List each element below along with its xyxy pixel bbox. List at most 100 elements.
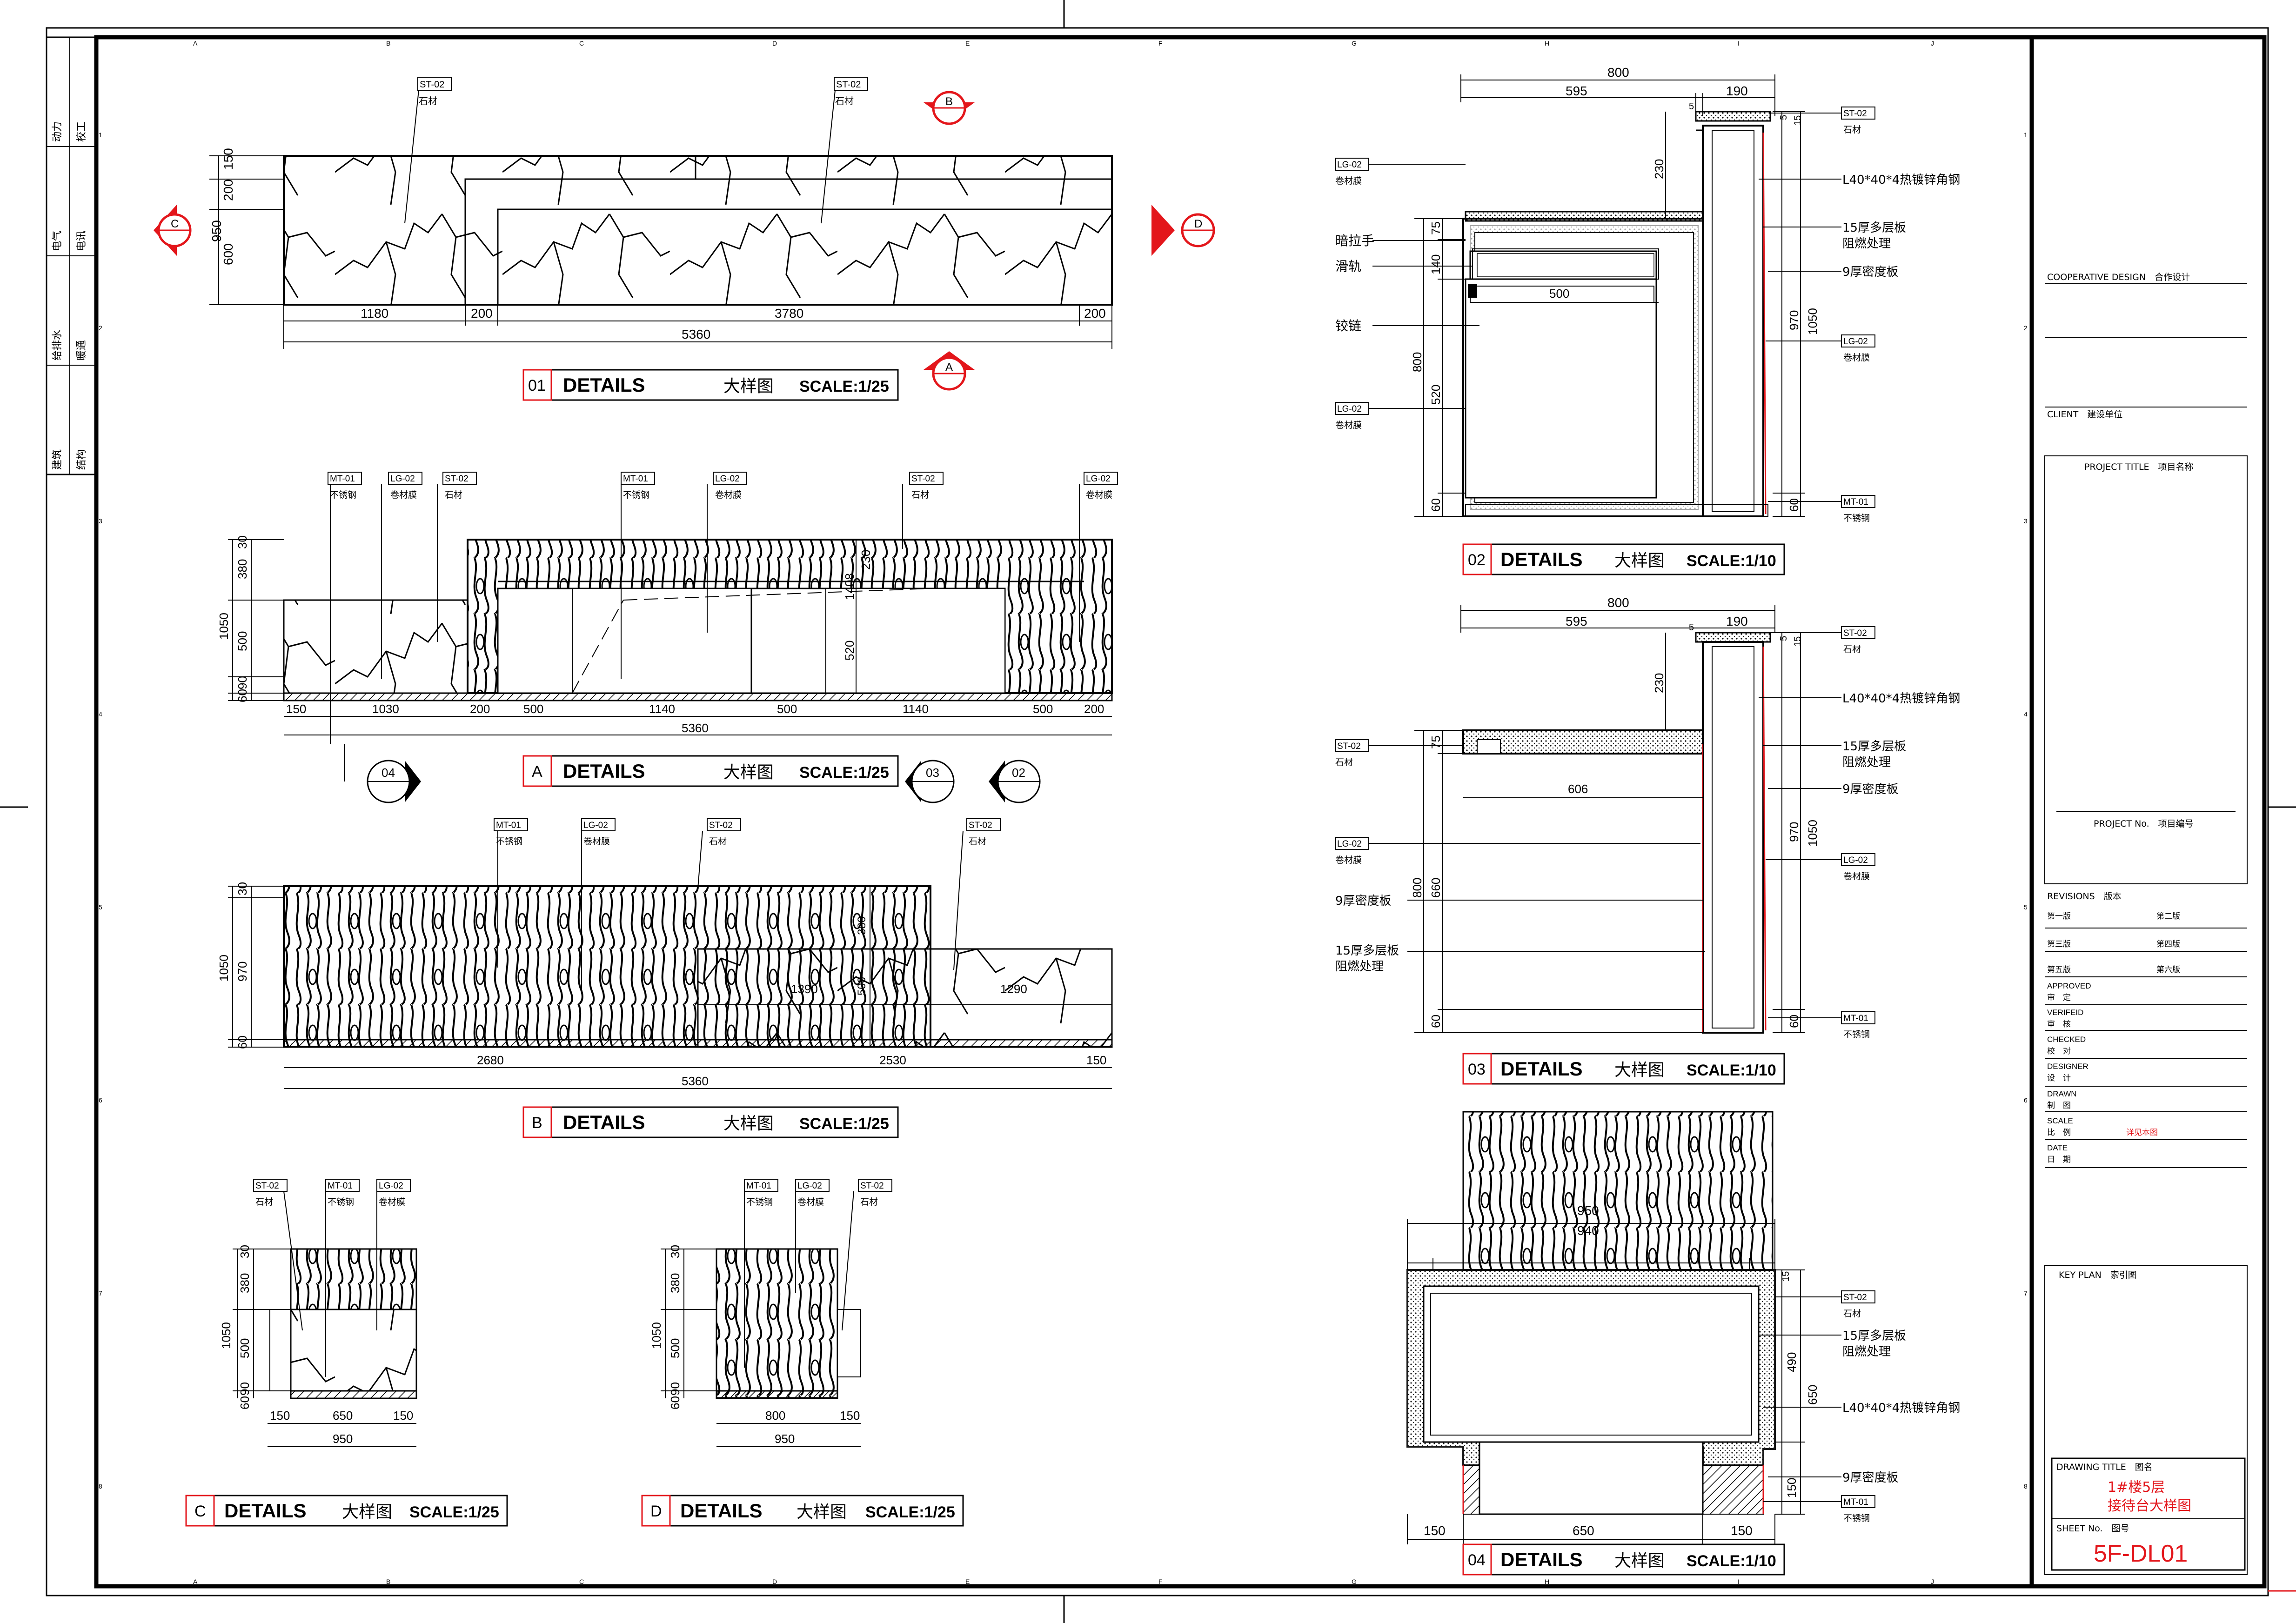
col-ref: J: [1931, 40, 1934, 47]
svg-text:DRAWN: DRAWN: [2047, 1089, 2077, 1098]
svg-text:800: 800: [1410, 352, 1424, 372]
svg-text:阻燃处理: 阻燃处理: [1842, 237, 1891, 251]
svg-text:MT-01: MT-01: [1843, 497, 1868, 507]
title-01: 01 DETAILS 大样图 SCALE:1/25: [522, 369, 899, 401]
svg-text:650: 650: [1806, 1385, 1820, 1405]
strip-a1: 动力: [52, 121, 63, 142]
svg-text:380: 380: [856, 916, 868, 935]
svg-text:970: 970: [1787, 310, 1801, 330]
svg-text:ST-02: ST-02: [1337, 741, 1361, 751]
svg-text:1290: 1290: [1000, 982, 1027, 996]
col-ref: B: [386, 1578, 390, 1585]
svg-text:卷材膜: 卷材膜: [583, 836, 610, 847]
drawing-title-label: DRAWING TITLE 图名: [2056, 1462, 2153, 1472]
tag-st-txt: 石材: [835, 95, 854, 107]
col-ref: H: [1545, 40, 1549, 47]
svg-text:D: D: [1194, 218, 1202, 230]
svg-text:滑轨: 滑轨: [1335, 259, 1361, 274]
svg-text:SCALE:1/25: SCALE:1/25: [865, 1503, 955, 1521]
svg-text:520: 520: [1429, 385, 1443, 405]
svg-text:石材: 石材: [255, 1197, 273, 1207]
svg-text:MT-01: MT-01: [623, 474, 648, 484]
svg-text:01: 01: [528, 377, 546, 394]
svg-text:卷材膜: 卷材膜: [1086, 490, 1112, 500]
row-ref: 3: [2024, 517, 2028, 525]
svg-text:A: A: [532, 763, 542, 781]
svg-text:LG-02: LG-02: [1843, 855, 1868, 865]
svg-text:500: 500: [523, 702, 543, 716]
section-marker-c: C: [154, 205, 192, 256]
row-ref: 2: [2024, 324, 2028, 332]
svg-text:DETAILS: DETAILS: [1500, 1058, 1583, 1080]
svg-text:卷材膜: 卷材膜: [1335, 176, 1362, 186]
svg-text:15厚多层板: 15厚多层板: [1335, 944, 1399, 958]
svg-text:卷材膜: 卷材膜: [797, 1197, 824, 1207]
tag-st: ST-02: [420, 80, 444, 90]
svg-text:暗拉手: 暗拉手: [1335, 233, 1374, 248]
svg-text:卷材膜: 卷材膜: [390, 490, 417, 500]
strip-a2: 电气: [52, 231, 63, 251]
dim: 200: [221, 179, 235, 201]
svg-text:5360: 5360: [682, 721, 709, 735]
col-ref: F: [1158, 1578, 1163, 1585]
grid-refs: A B C D E F G H I J A B C D E F G H I J …: [99, 40, 2028, 1585]
svg-text:15厚多层板: 15厚多层板: [1842, 221, 1906, 235]
col-ref: B: [386, 40, 390, 47]
svg-text:DETAILS: DETAILS: [224, 1500, 307, 1522]
svg-text:DETAILS: DETAILS: [1500, 1549, 1583, 1570]
svg-text:5: 5: [1779, 115, 1789, 120]
svg-text:审 核: 审 核: [2047, 1020, 2071, 1029]
svg-text:大样图: 大样图: [1614, 1061, 1665, 1080]
svg-text:ST-02: ST-02: [255, 1181, 279, 1191]
svg-text:1390: 1390: [791, 982, 818, 996]
svg-text:150: 150: [286, 702, 306, 716]
svg-text:石材: 石材: [1843, 644, 1861, 655]
svg-text:石材: 石材: [911, 490, 929, 500]
svg-text:ST-02: ST-02: [709, 821, 733, 830]
row-ref: 1: [99, 131, 102, 139]
svg-text:30: 30: [235, 535, 249, 549]
svg-text:SCALE:1/25: SCALE:1/25: [799, 378, 889, 395]
svg-text:大样图: 大样图: [1614, 1551, 1665, 1570]
svg-text:SCALE:1/10: SCALE:1/10: [1687, 1552, 1776, 1570]
svg-text:VERIFEID: VERIFEID: [2047, 1008, 2083, 1017]
svg-text:第二版: 第二版: [2156, 912, 2180, 921]
svg-text:1408: 1408: [843, 573, 857, 600]
svg-text:第四版: 第四版: [2156, 940, 2180, 949]
svg-text:大样图: 大样图: [723, 377, 774, 396]
coop-label: COOPERATIVE DESIGN 合作设计: [2047, 272, 2190, 282]
section-marker-a: A: [924, 351, 975, 391]
svg-text:150: 150: [840, 1409, 860, 1423]
svg-text:大样图: 大样图: [723, 763, 774, 782]
svg-text:1140: 1140: [903, 702, 929, 716]
drawing-name-1: 1#楼5层: [2108, 1479, 2165, 1496]
svg-text:阻燃处理: 阻燃处理: [1335, 960, 1384, 974]
detail-03: 800 595 5 190 5 15 230 75 606 800 660 60…: [1335, 595, 1960, 1040]
svg-text:第一版: 第一版: [2047, 912, 2071, 921]
svg-text:90: 90: [238, 1382, 252, 1396]
svg-text:650: 650: [333, 1409, 353, 1423]
col-ref: A: [193, 40, 198, 47]
title-c: C DETAILS 大样图 SCALE:1/25: [185, 1495, 508, 1527]
tag-st-txt: 石材: [419, 95, 437, 107]
svg-text:阻燃处理: 阻燃处理: [1842, 1345, 1891, 1359]
svg-text:15: 15: [1793, 115, 1803, 126]
sheet-number: 5F-DL01: [2094, 1540, 2188, 1567]
section-marker-b: B: [924, 91, 975, 125]
col-ref: F: [1158, 40, 1163, 47]
svg-text:950: 950: [1577, 1203, 1599, 1218]
svg-text:SCALE:1/25: SCALE:1/25: [799, 1115, 889, 1133]
svg-text:15厚多层板: 15厚多层板: [1842, 740, 1906, 754]
svg-text:60: 60: [1429, 498, 1443, 512]
svg-text:LG-02: LG-02: [379, 1181, 403, 1191]
svg-text:B: B: [945, 95, 953, 108]
title-03: 03 DETAILS 大样图 SCALE:1/10: [1462, 1053, 1785, 1085]
svg-text:校 对: 校 对: [2047, 1047, 2071, 1056]
svg-text:500: 500: [777, 702, 797, 716]
col-ref: I: [1738, 40, 1740, 47]
title-04: 04 DETAILS 大样图 SCALE:1/10: [1462, 1543, 1785, 1576]
svg-text:90: 90: [235, 676, 249, 689]
strip-b1: 校工: [76, 121, 87, 142]
dim: 1180: [361, 306, 388, 321]
svg-text:LG-02: LG-02: [1337, 404, 1362, 414]
